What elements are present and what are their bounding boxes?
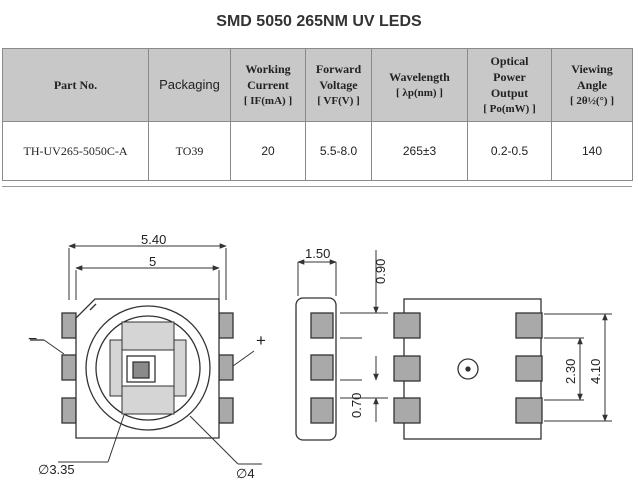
pad-left-mid: [61, 354, 77, 381]
cell-angle: 140: [551, 121, 633, 181]
dim-width-inner: 5: [149, 254, 156, 269]
pad-right-mid: [218, 354, 234, 381]
page-title: SMD 5050 265NM UV LEDS: [216, 13, 422, 30]
cell-wavelength: 265±3: [371, 121, 468, 181]
spec-table: Part No. Packaging Working Current [ IF(…: [2, 48, 633, 181]
header-packaging: Packaging: [148, 48, 231, 122]
side-view: [295, 297, 337, 441]
cell-power: 0.2-0.5: [467, 121, 552, 181]
top-view: [61, 298, 234, 439]
section-divider: [2, 186, 632, 187]
dim-pad-height: 0.90: [373, 259, 388, 284]
dim-lens-diameter: ∅3.35: [38, 462, 75, 477]
header-wavelength: Wavelength [ λp(nm) ]: [371, 48, 468, 122]
dim-side-width: 1.50: [305, 246, 330, 261]
pad-right-top: [218, 312, 234, 339]
header-working-current: Working Current [ IF(mA) ]: [230, 48, 306, 122]
bottom-view: [393, 298, 543, 440]
led-die: [132, 361, 150, 379]
table-header-row: Part No. Packaging Working Current [ IF(…: [2, 48, 633, 122]
pad-left-top: [61, 312, 77, 339]
dim-width-outer: 5.40: [141, 232, 166, 247]
header-forward-voltage: Forward Voltage [ VF(V) ]: [305, 48, 372, 122]
cell-current: 20: [230, 121, 306, 181]
minus-label: −: [28, 331, 37, 348]
pad-left-bot: [61, 397, 77, 424]
header-optical-power: Optical Power Output [ Po(mW) ]: [467, 48, 552, 122]
cell-voltage: 5.5-8.0: [305, 121, 372, 181]
table-row: TH-UV265-5050C-A TO39 20 5.5-8.0 265±3 0…: [2, 121, 633, 181]
dim-pad-gap: 0.70: [349, 393, 364, 418]
dim-cup-diameter: ∅4: [236, 466, 255, 481]
cell-part-no: TH-UV265-5050C-A: [2, 121, 149, 181]
dim-total-height: 4.10: [588, 359, 603, 384]
header-viewing-angle: Viewing Angle [ 2θ½(°) ]: [551, 48, 633, 122]
pad-right-bot: [218, 397, 234, 424]
plus-label: +: [256, 331, 266, 350]
dim-pad-pitch: 2.30: [563, 359, 578, 384]
lens-circle: [95, 315, 201, 421]
cell-packaging: TO39: [148, 121, 231, 181]
reflector-cup: [85, 305, 211, 431]
